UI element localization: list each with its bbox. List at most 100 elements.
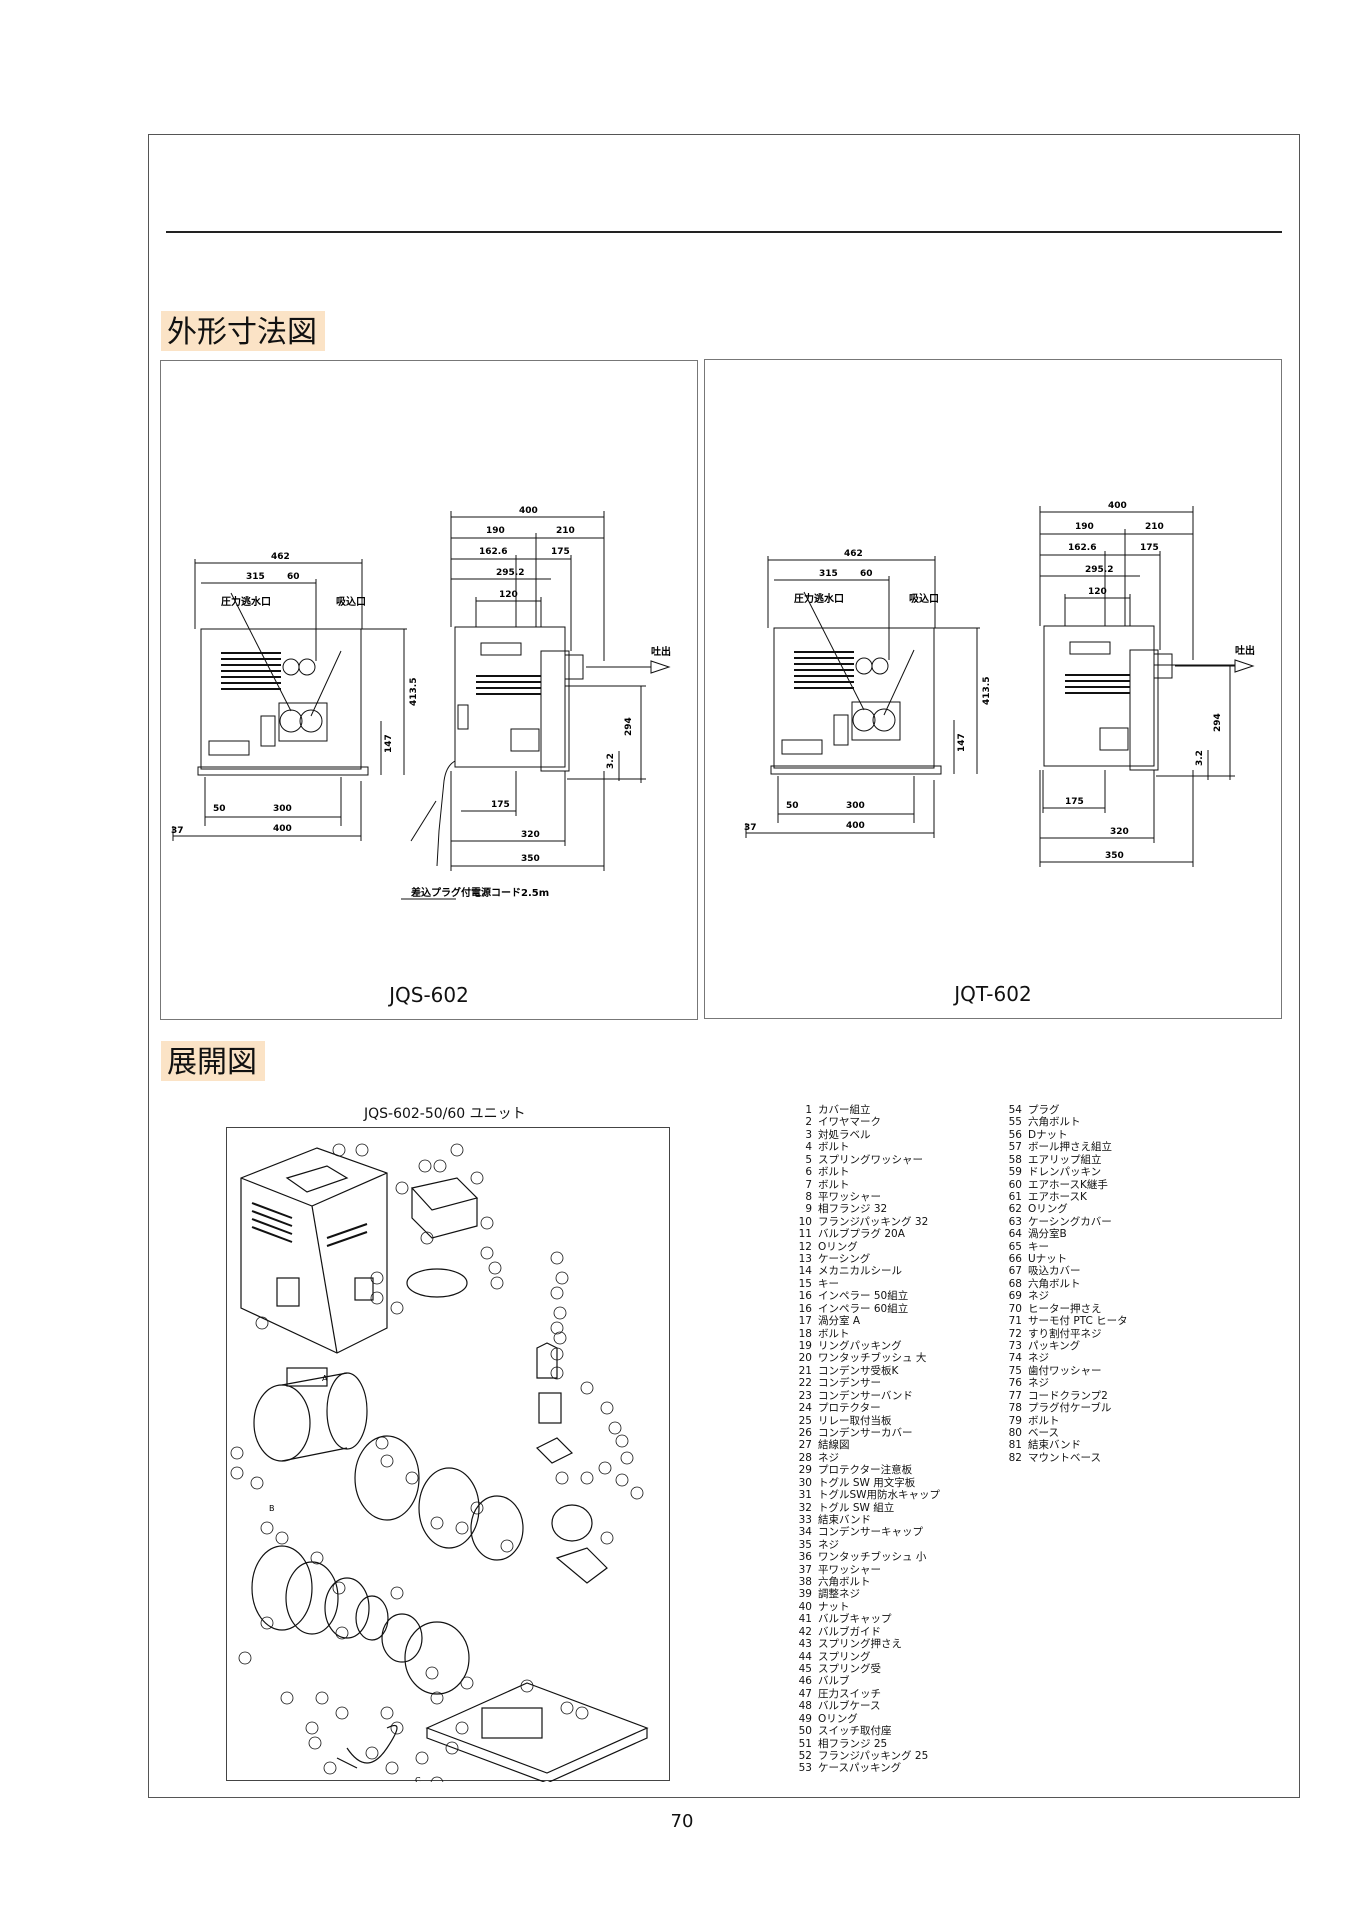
part-number: 7 — [805, 1178, 812, 1191]
part-number: 22 — [798, 1377, 812, 1390]
part-name: Oリング — [1028, 1203, 1068, 1216]
part-number: 37 — [798, 1563, 812, 1576]
part-name: ナット — [818, 1600, 850, 1613]
part-name: ボール押さえ組立 — [1028, 1141, 1112, 1154]
part-number: 17 — [798, 1315, 812, 1328]
part-name: 平ワッシャー — [818, 1190, 881, 1203]
part-name: 結線図 — [818, 1439, 850, 1452]
dim-190: 190 — [1075, 522, 1094, 532]
part-number: 50 — [798, 1725, 812, 1738]
part-name: ネジ — [818, 1538, 839, 1551]
part-name: スプリング — [818, 1650, 871, 1663]
part-name: 圧力スイッチ — [818, 1687, 881, 1700]
part-number: 52 — [798, 1749, 812, 1762]
part-name: ケースパッキング — [818, 1762, 902, 1775]
part-name: ヒーター押さえ — [1028, 1302, 1102, 1315]
part-number: 10 — [798, 1215, 812, 1228]
part-name: エアホースK — [1028, 1190, 1087, 1203]
part-number: 43 — [798, 1638, 812, 1651]
dim-400-front: 400 — [273, 824, 292, 834]
dim-300: 300 — [846, 801, 865, 811]
part-number: 28 — [798, 1451, 812, 1464]
dim-210: 210 — [1145, 522, 1164, 532]
part-number: 67 — [1008, 1265, 1022, 1278]
part-name: コンデンサーキャップ — [818, 1526, 923, 1539]
part-number: 16 — [798, 1302, 812, 1315]
part-number: 40 — [798, 1600, 812, 1613]
model-label-jqs602: JQS-602 — [389, 983, 469, 1007]
part-name: トグルSW用防水キャップ — [818, 1489, 941, 1502]
part-number: 38 — [798, 1576, 812, 1589]
dim-175-bottom: 175 — [491, 800, 510, 810]
part-name: ベース — [1028, 1426, 1059, 1439]
label-power-cord: 差込プラグ付電源コード2.5m — [411, 886, 549, 899]
part-name: トグル SW 用文字板 — [818, 1476, 916, 1489]
dim-400-side: 400 — [1108, 501, 1127, 511]
header-rule — [166, 231, 1282, 233]
part-name: 対処ラベル — [818, 1128, 871, 1141]
part-number: 21 — [798, 1364, 812, 1377]
part-number: 68 — [1008, 1277, 1022, 1290]
part-name: ネジ — [818, 1451, 839, 1464]
part-name: スプリング受 — [818, 1662, 881, 1675]
part-name: エアホースK継手 — [1028, 1178, 1108, 1191]
part-name: サーモ付 PTC ヒータ — [1028, 1315, 1128, 1328]
part-number: 46 — [798, 1675, 812, 1688]
part-number: 75 — [1008, 1364, 1022, 1377]
exploded-unit-title: JQS-602-50/60 ユニット — [364, 1106, 526, 1122]
part-name: 相フランジ 32 — [818, 1203, 888, 1216]
part-name: パッキング — [1028, 1340, 1081, 1353]
exploded-view-drawing: A B C — [230, 1143, 649, 1790]
part-name: スイッチ取付座 — [818, 1725, 892, 1738]
part-number: 70 — [1008, 1302, 1022, 1315]
dim-3-2: 3.2 — [1195, 750, 1205, 766]
dim-120: 120 — [499, 590, 518, 600]
part-name: ボルト — [1028, 1414, 1060, 1427]
part-name: Dナット — [1028, 1128, 1068, 1141]
dim-175-top: 175 — [1140, 543, 1159, 553]
part-name: 相フランジ 25 — [818, 1737, 888, 1750]
parts-list-item: 38 六角ボルト — [790, 1576, 940, 1588]
dim-190: 190 — [486, 526, 505, 536]
part-number: 41 — [798, 1613, 812, 1626]
part-number: 19 — [798, 1340, 812, 1353]
dim-50: 50 — [786, 801, 799, 811]
part-number: 6 — [805, 1166, 812, 1179]
part-number: 30 — [798, 1476, 812, 1489]
part-name: 六角ボルト — [818, 1576, 871, 1589]
parts-list-item: 40 ナット — [790, 1601, 940, 1613]
part-name: 渦分室B — [1028, 1228, 1067, 1241]
part-name: Uナット — [1028, 1253, 1068, 1266]
label-suction: 吸込口 — [909, 592, 939, 605]
part-number: 16 — [798, 1290, 812, 1303]
part-name: スプリング押さえ — [818, 1638, 902, 1651]
drawing-panel-jqt602: 462 315 60 圧力逃水口 吸込口 37 50 300 400 413.5… — [704, 359, 1282, 1019]
